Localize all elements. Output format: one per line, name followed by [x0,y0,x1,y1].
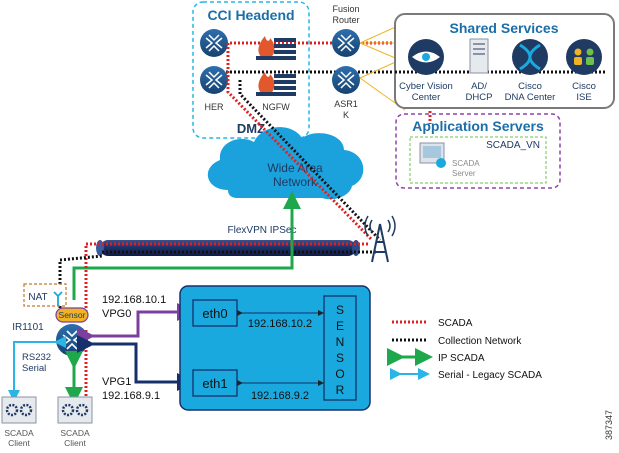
svg-text:S: S [336,351,344,365]
fusion-router-icon [332,29,360,57]
service-3-line2: DNA Center [505,92,556,103]
rs232-label: RS232 [22,352,51,363]
vpg1-path [77,335,195,391]
legend-ip-scada-label: IP SCADA [438,353,485,364]
scada-path-router [84,242,102,312]
serial-label: Serial [22,363,46,374]
dna-icon [512,39,548,75]
nat-antenna-icon [53,291,63,306]
service-2-line2: DHCP [466,92,493,103]
scada-vn-box [409,136,547,184]
legend-serial-label: Serial - Legacy SCADA [438,370,542,381]
firewall-top-icon [256,36,296,60]
ise-icon [566,39,602,75]
scada-client-1-icon [1,396,37,424]
radio-tower-icon [364,215,396,263]
fusion-links [359,24,406,111]
scada-server-line1: SCADA [452,159,480,168]
headend-title: CCI Headend [207,7,294,23]
scada-vn-label: SCADA_VN [486,140,540,151]
legend-scada-label: SCADA [438,318,473,329]
vpg1-label: VPG1 [102,376,131,388]
svg-text:S: S [336,303,344,317]
asr-label-1: ASR1 [334,99,358,109]
scada-client-2-line2: Client [64,438,86,448]
her-router-top-icon [200,29,228,57]
headend-zone-box [192,1,310,139]
scada-client-2-line1: SCADA [60,428,90,438]
collection-path-wan [238,80,382,242]
scada-client-1-line2: Client [8,438,30,448]
ir1101-label: IR1101 [12,322,44,333]
ip-scada-path [72,191,301,300]
wan-label-1: Wide Area [267,161,323,175]
fusion-label-1: Fusion [332,4,359,14]
asr-router-icon [332,66,360,94]
vpg1-ip: 192.168.9.1 [102,390,160,402]
sensor-badge-label: Sensor [59,310,86,320]
vpg0-path [77,303,195,345]
svg-text:R: R [336,383,345,397]
figure-id: 387347 [604,410,614,440]
firewall-bottom-icon [256,72,296,96]
svg-text:O: O [335,367,344,381]
scada-server-line2: Server [452,169,476,178]
scada-server-icon [419,142,446,168]
wan-label-2: Network [273,175,318,189]
app-servers-box [395,113,561,189]
shared-services-box [394,13,615,109]
svg-text:E: E [336,319,344,333]
sensor-module [323,295,357,401]
service-1-line2: Center [412,92,441,103]
legend: SCADA Collection Network IP SCADA Serial… [387,318,542,381]
eth1-port [192,369,238,397]
eth1-label: eth1 [202,376,227,391]
her-router-bottom-icon [200,66,228,94]
eth1-ip: 192.168.9.2 [251,390,309,402]
her-label: HER [204,102,224,112]
sensor-letters: S E N S O R [335,303,344,397]
legend-collection-label: Collection Network [438,336,522,347]
ngfw-label: NGFW [262,102,290,112]
scada-client-2-icon [57,396,93,424]
asr-label-2: K [343,110,349,120]
service-4-line2: ISE [576,92,591,103]
server-icon [469,38,489,74]
service-1-line1: Cyber Vision [399,81,453,92]
app-servers-title: Application Servers [412,118,544,134]
flexvpn-tunnel [100,240,356,256]
service-3-line1: Cisco [518,81,542,92]
vpg0-ip: 192.168.10.1 [102,294,166,306]
eth0-label: eth0 [202,306,227,321]
svg-text:N: N [336,335,345,349]
wan-cloud [207,127,364,200]
eye-icon [408,39,444,75]
vpg0-label: VPG0 [102,308,131,320]
serial-path [8,336,66,402]
nat-label: NAT [28,292,47,303]
service-2-line1: AD/ [471,81,487,92]
service-4-line1: Cisco [572,81,596,92]
ir1101-router-icon [56,324,88,356]
fusion-label-2: Router [332,15,359,25]
scada-path-wan [226,43,374,242]
eth0-ip: 192.168.10.2 [248,318,312,330]
flexvpn-label: FlexVPN IPSec [228,225,297,236]
nat-box [23,283,67,307]
scada-client-1-line1: SCADA [4,428,34,438]
shared-services-title: Shared Services [450,20,559,36]
